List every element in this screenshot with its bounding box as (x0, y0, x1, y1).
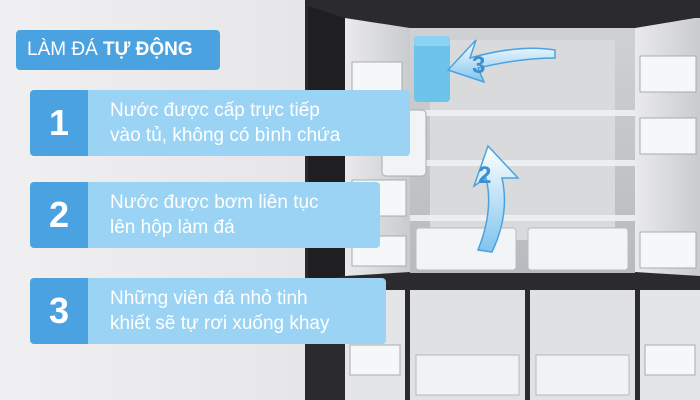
step-2-line2: lên hộp làm đá (110, 217, 235, 238)
step-1-text: Nước được cấp trực tiếp vào tủ, không có… (88, 90, 410, 156)
title-prefix: LÀM ĐÁ (27, 39, 104, 60)
arrow-2-label: 2 (478, 162, 492, 189)
page-title: LÀM ĐÁ TỰ ĐỘNG (16, 30, 220, 70)
step-2-text: Nước được bơm liên tục lên hộp làm đá (88, 182, 380, 248)
step-2-line1: Nước được bơm liên tục (110, 192, 319, 213)
step-2-number: 2 (30, 182, 88, 248)
step-3-text: Những viên đá nhỏ tinh khiết sẽ tự rơi x… (88, 278, 386, 344)
title-emphasis: TỰ ĐỘNG (103, 39, 193, 60)
step-3-line1: Những viên đá nhỏ tinh (110, 288, 308, 309)
step-1-number: 1 (30, 90, 88, 156)
step-1-line1: Nước được cấp trực tiếp (110, 100, 320, 121)
arrow-3-label: 3 (472, 52, 486, 79)
arrow-2-icon (472, 144, 520, 253)
step-1-line2: vào tủ, không có bình chứa (110, 125, 341, 146)
arrow-3-icon (446, 39, 556, 84)
step-3-line2: khiết sẽ tự rơi xuống khay (110, 313, 330, 334)
step-3-number: 3 (30, 278, 88, 344)
